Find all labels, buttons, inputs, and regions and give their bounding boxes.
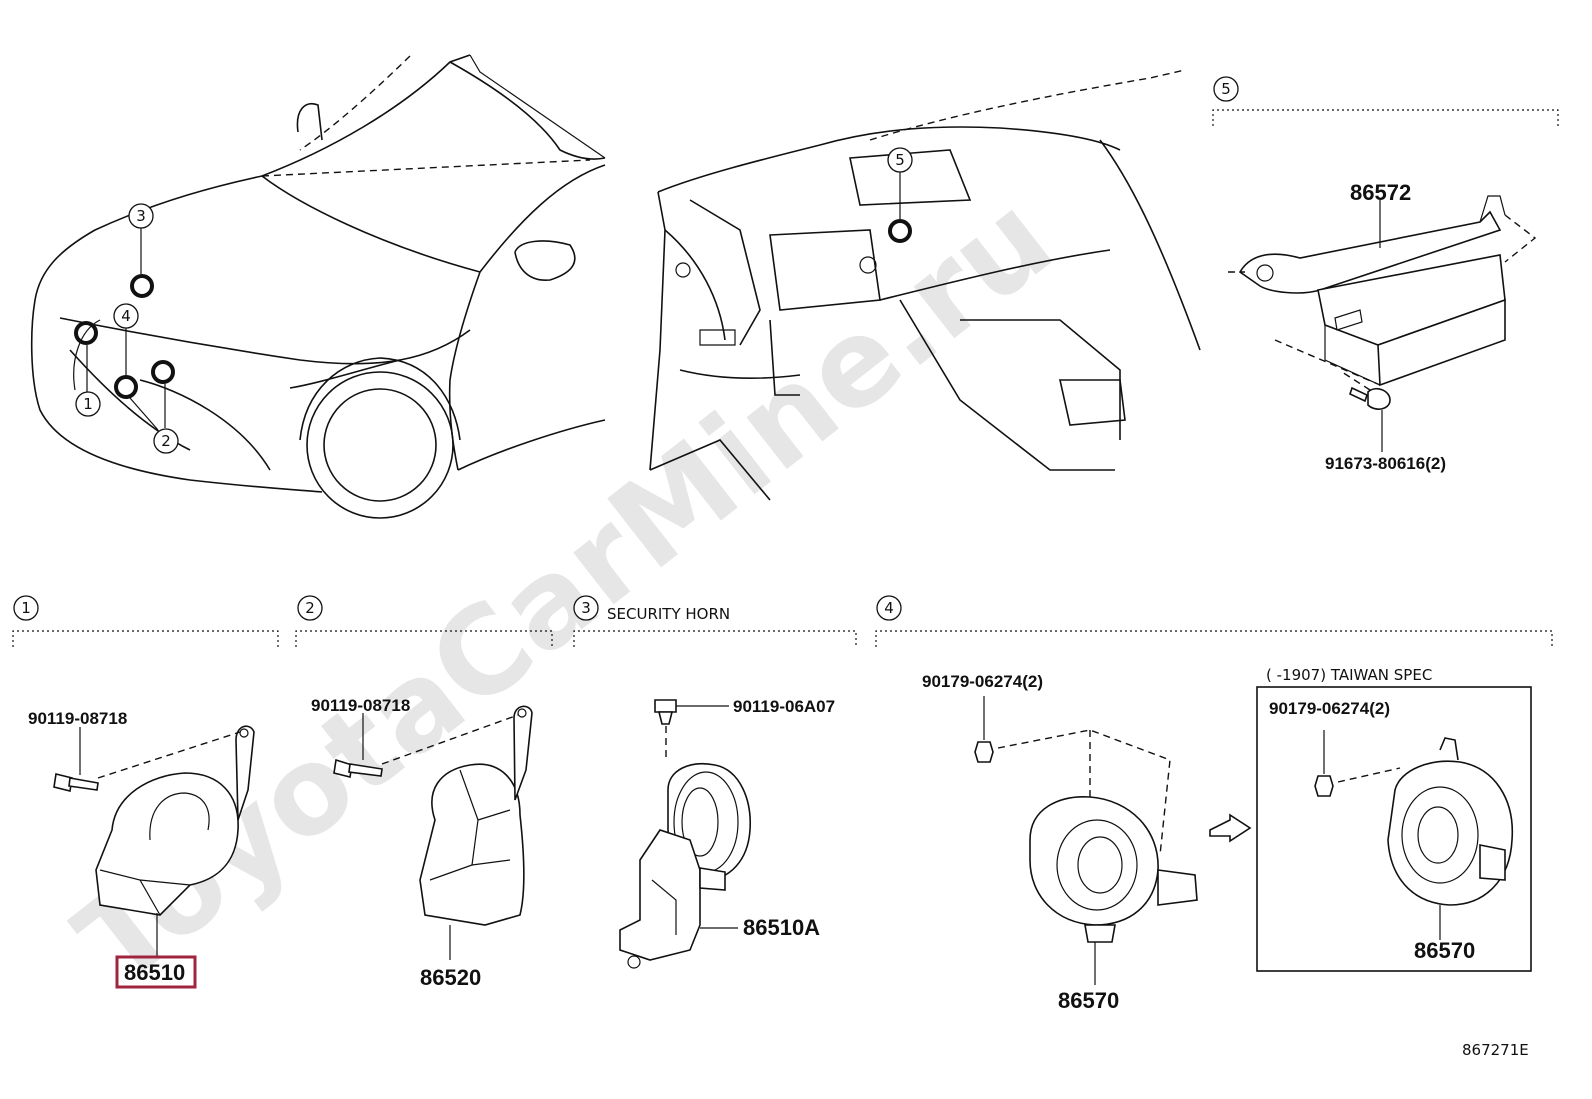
highlight-box-86510 [115,955,197,989]
part-86572-module [1228,195,1537,387]
horn-86510A-drawing [619,699,751,969]
part-label-86510A[interactable]: 86510A [743,915,820,940]
section-1-header: 1 [12,595,279,647]
section-5-header: 5 [1212,76,1559,126]
part-label-91673-80616[interactable]: 91673-80616(2) [1325,454,1446,473]
taiwan-spec-box [1256,686,1532,972]
horn-86520-drawing [333,705,533,960]
part-label-90119-08718-s1[interactable]: 90119-08718 [28,709,127,728]
car-location-markers [74,228,175,431]
spiral-cable-86570-drawing [974,696,1252,985]
dashboard-illustration [649,69,1201,501]
part-label-90179-06274-s4[interactable]: 90179-06274(2) [922,672,1043,691]
section-3-header: 3 SECURITY HORN [573,595,857,647]
spiral-cable-taiwan-drawing [1314,730,1514,940]
car-front-illustration [30,54,606,519]
svg-text:2: 2 [305,599,315,617]
part-label-86572[interactable]: 86572 [1350,180,1411,205]
svg-text:3: 3 [581,599,591,617]
part-label-90179-06274-taiwan[interactable]: 90179-06274(2) [1269,699,1390,718]
section-4-header: 4 [875,595,1553,647]
diagram-code: 867271E [1462,1041,1529,1059]
svg-text:2: 2 [161,432,171,450]
svg-text:1: 1 [21,599,31,617]
horn-86510-drawing [53,725,255,957]
callout-5-dash: 5 [887,147,913,173]
callout-2-car: 2 [153,428,179,454]
svg-text:4: 4 [121,307,131,325]
bolt-91673 [1341,371,1391,452]
callout-4-car: 4 [113,303,139,329]
section-2-header: 2 [295,595,553,647]
taiwan-spec-label: ( -1907) TAIWAN SPEC [1266,666,1432,684]
part-label-90119-08718-s2[interactable]: 90119-08718 [311,696,410,715]
part-label-86520[interactable]: 86520 [420,965,481,990]
callout-3-car: 3 [128,203,154,229]
callout-1-car: 1 [75,391,101,417]
part-label-86510[interactable]: 86510 [124,960,185,985]
svg-text:4: 4 [884,599,894,617]
part-label-86570-taiwan[interactable]: 86570 [1414,938,1475,963]
part-label-90119-06A07[interactable]: 90119-06A07 [733,697,835,716]
part-label-86570-main[interactable]: 86570 [1058,988,1119,1013]
section-3-title: SECURITY HORN [607,605,730,623]
svg-text:1: 1 [83,395,93,413]
watermark: ToyotaCarMine.ru [52,169,1078,1013]
svg-text:5: 5 [895,151,905,169]
svg-text:3: 3 [136,207,146,225]
dashboard-location-markers [888,172,912,243]
svg-text:5: 5 [1221,80,1231,98]
